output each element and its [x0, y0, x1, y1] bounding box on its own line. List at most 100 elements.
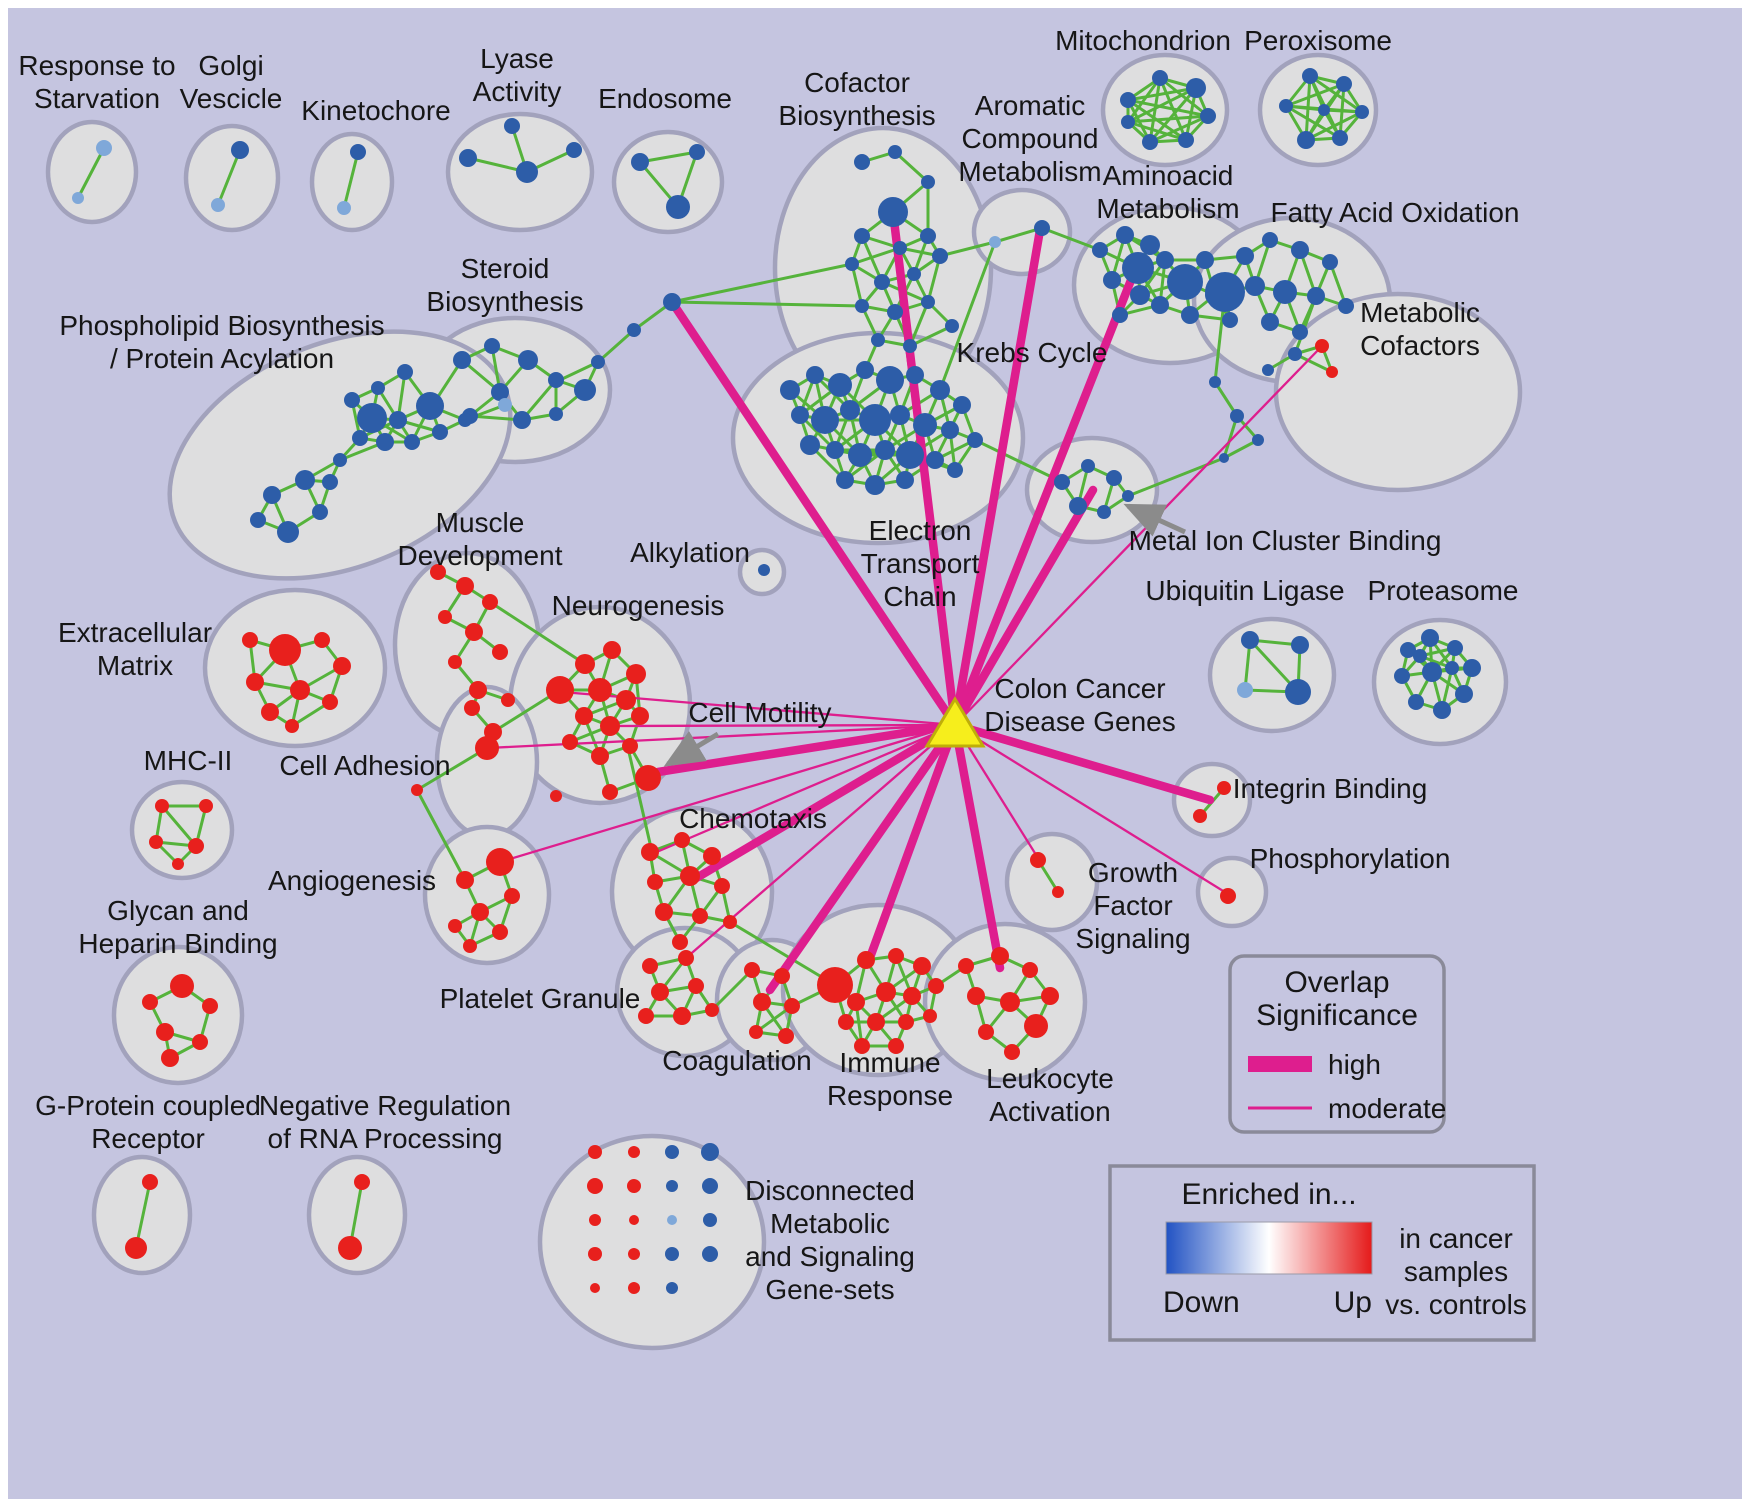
gene-set-node [1081, 459, 1095, 473]
gene-set-node [898, 1014, 914, 1030]
gene-set-node [397, 364, 413, 380]
gene-set-node [314, 632, 330, 648]
gene-set-node [1302, 68, 1318, 84]
gene-set-node [96, 140, 112, 156]
gene-set-node [784, 998, 800, 1014]
gene-set-node [778, 1028, 794, 1044]
gene-set-node [566, 142, 582, 158]
label-angiogenesis: Angiogenesis [268, 865, 436, 896]
gene-set-node [665, 1247, 679, 1261]
gene-set-node [1116, 226, 1134, 244]
gene-set-node [1041, 987, 1059, 1005]
gene-set-edge [1304, 74, 1312, 142]
gene-set-node [967, 987, 985, 1005]
gene-set-node [875, 440, 895, 460]
gene-set-node [744, 962, 760, 978]
gene-set-node [589, 1214, 601, 1226]
overlap-link-high [950, 265, 1140, 730]
gene-set-node [438, 610, 452, 624]
gene-set-node [1181, 306, 1199, 324]
gene-set-node [548, 372, 564, 388]
inter-cluster-edge [415, 788, 467, 882]
gene-set-node [847, 993, 865, 1011]
overlap-link-high [950, 225, 1045, 730]
gene-set-node [587, 1178, 603, 1194]
enrichment-gradient-bar [1165, 1221, 1373, 1275]
gene-set-node [876, 366, 904, 394]
label-integrin-binding: Integrin Binding [1233, 773, 1428, 804]
gene-set-node [702, 1178, 718, 1194]
gene-set-node [666, 195, 690, 219]
gene-set-node [1000, 992, 1020, 1012]
gene-set-node [1112, 307, 1128, 323]
gene-set-node [188, 838, 204, 854]
gene-set-node [714, 878, 730, 894]
gene-set-node [459, 149, 477, 167]
gene-set-node [516, 161, 538, 183]
gene-set-node [1222, 312, 1238, 328]
gene-set-node [689, 144, 705, 160]
gene-set-node [1140, 235, 1160, 255]
gene-set-node [404, 434, 420, 450]
gene-set-node [242, 632, 258, 648]
overlap-link-high [863, 720, 960, 968]
gene-set-node [678, 950, 694, 966]
gene-set-node [513, 411, 531, 429]
gene-set-node [857, 951, 875, 969]
gene-set-node [170, 974, 194, 998]
gene-set-node [562, 734, 578, 750]
gene-set-node [72, 192, 84, 204]
gene-set-node [1355, 105, 1369, 119]
gene-set-edge [1126, 76, 1162, 124]
gene-set-node [903, 339, 917, 353]
enrichment-down-label: Down [1163, 1286, 1240, 1319]
gene-set-node [269, 634, 301, 666]
gene-set-node [838, 1014, 854, 1030]
gene-set-node [458, 413, 472, 427]
gene-set-node [504, 888, 520, 904]
gene-set-node [492, 924, 508, 940]
gene-set-node [817, 967, 853, 1003]
overlap-link-high [950, 720, 1005, 973]
gene-set-node [888, 145, 902, 159]
gene-set-node [312, 504, 328, 520]
gene-set-node [826, 441, 844, 459]
gene-set-node [1121, 115, 1135, 129]
gene-set-node [828, 373, 852, 397]
gene-set-node [629, 1215, 639, 1225]
gene-set-node [1262, 364, 1274, 376]
gene-set-edge [76, 146, 106, 200]
gene-set-node [1120, 92, 1136, 108]
gene-set-node [867, 1013, 885, 1031]
gene-set-node [1220, 888, 1236, 904]
gene-set-node [1273, 280, 1297, 304]
label-chemotaxis: Chemotaxis [679, 803, 827, 834]
gene-set-node [631, 153, 649, 171]
gene-set-node [453, 351, 471, 369]
disease-genes-triangle [924, 696, 986, 748]
gene-set-node [1167, 264, 1203, 300]
gene-set-node [921, 295, 935, 309]
gene-set-node [958, 958, 974, 974]
gene-set-node [142, 1174, 158, 1190]
gene-set-node [1178, 132, 1194, 148]
gene-set-node [1408, 694, 1424, 710]
cluster-ellipse-angiogenesis [422, 824, 552, 966]
gene-set-node [665, 1145, 679, 1159]
gene-set-node [1196, 251, 1214, 269]
gene-set-node [1463, 659, 1481, 677]
gene-set-node [811, 406, 839, 434]
gene-set-node [591, 355, 605, 369]
gene-set-node [945, 319, 959, 333]
gene-set-edge [1222, 438, 1260, 460]
gene-set-node [202, 998, 218, 1014]
